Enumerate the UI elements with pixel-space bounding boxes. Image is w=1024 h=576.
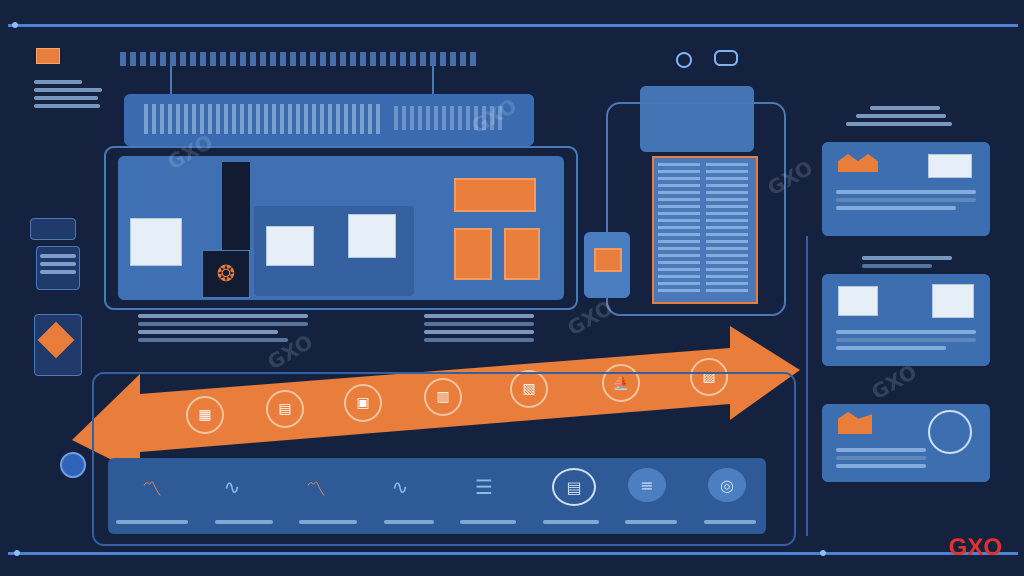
main-board-outline [104, 146, 578, 310]
center-text-right [424, 310, 534, 346]
board-orange-sheet-1 [454, 178, 536, 212]
top-chain [120, 52, 480, 66]
settings-icon [30, 218, 76, 240]
bottom-line-dot [14, 550, 20, 556]
board-document-1 [130, 218, 182, 266]
left-node [60, 452, 86, 478]
server-top-icon-2 [714, 50, 738, 66]
globe-icon: ◎ [708, 468, 746, 502]
company-logo: ❂ [202, 250, 250, 298]
container-icon: ▤ [552, 468, 596, 506]
right-top-text [846, 102, 956, 130]
server-header [640, 86, 754, 152]
top-line-dot [12, 22, 18, 28]
server-cabinet [584, 232, 630, 298]
right-mid-text [862, 252, 952, 272]
board-orange-sheet-3 [504, 228, 540, 280]
report-icon: ≡ [628, 468, 666, 502]
tag-icon [34, 314, 82, 376]
warehouse-orange-icon [838, 154, 878, 172]
globe-gear-icon [928, 410, 972, 454]
header-panel [124, 94, 534, 146]
bottom-outline [92, 372, 796, 546]
warehouse-icon: ▦ [186, 396, 224, 434]
email-icon [36, 48, 60, 64]
trend-chart-icon: 〽 [306, 476, 326, 501]
stock-chart-icon: ∿ [391, 475, 409, 499]
bottom-captions [116, 516, 756, 528]
building-icon: ▥ [424, 378, 462, 416]
top-connectors [170, 66, 434, 94]
shipping-icon: ▣ [344, 384, 382, 422]
left-text-block [34, 76, 104, 112]
factory-icon: ▤ [266, 390, 304, 428]
ship-icon: ⛵ [602, 364, 640, 402]
board-orange-sheet-2 [454, 228, 492, 280]
brand-logo: GXO [948, 534, 1002, 561]
hand-chart-icon: ☰ [475, 475, 493, 499]
server-rack [652, 156, 758, 304]
chart-icon: ▧ [510, 370, 548, 408]
bottom-line [8, 552, 1018, 555]
left-card [36, 246, 80, 290]
right-card-3 [822, 404, 990, 482]
right-connector [806, 236, 822, 536]
server-outline [606, 102, 786, 316]
server-top-icon [676, 52, 692, 68]
board-document-2 [266, 226, 314, 266]
top-line [8, 24, 1018, 27]
right-card-2 [822, 274, 990, 366]
wave-chart-icon: ∿ [223, 475, 241, 499]
right-card-1 [822, 142, 990, 236]
line-chart-icon: 〽 [142, 476, 162, 501]
bottom-line-dot-2 [820, 550, 826, 556]
center-text-left [138, 310, 308, 346]
board-document-3 [348, 214, 396, 258]
